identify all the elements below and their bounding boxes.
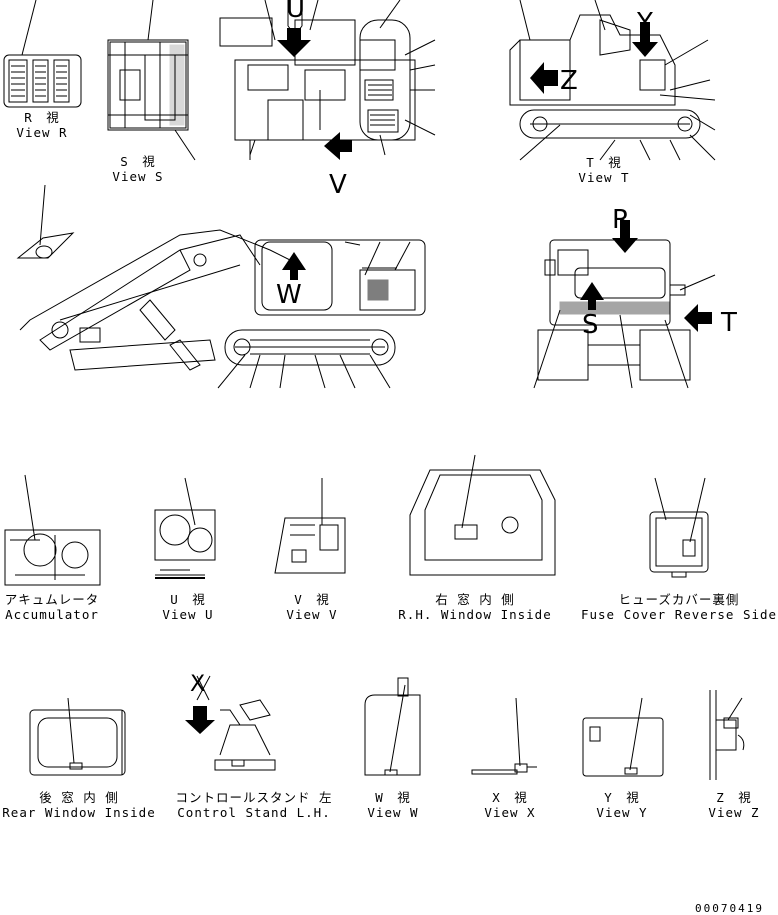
letter-u: U	[286, 0, 306, 24]
letter-s: S	[582, 310, 599, 340]
top-plan-view	[219, 0, 436, 160]
view-u-drawing	[154, 477, 216, 579]
drawing-code: 00070419	[695, 902, 764, 915]
letter-t: T	[721, 308, 737, 338]
fuse-cover-drawing	[649, 477, 709, 578]
view-w-drawing	[364, 677, 421, 776]
view-s-frame	[107, 0, 196, 161]
view-v-drawing	[274, 478, 346, 574]
callout-arrows	[185, 22, 712, 734]
control-stand-drawing	[196, 675, 276, 771]
letter-v: V	[329, 170, 347, 200]
view-z-drawing	[709, 690, 745, 780]
letter-x: X	[190, 672, 206, 697]
view-y-drawing	[582, 697, 664, 777]
letter-w: W	[276, 280, 302, 310]
main-excavator-view	[16, 184, 426, 389]
letter-r: R	[612, 205, 631, 235]
letter-y: Y	[637, 8, 653, 38]
rear-view	[533, 239, 716, 389]
rear-window-drawing	[29, 697, 126, 776]
rh-window-drawing	[409, 454, 556, 576]
upper-right-side-view	[509, 0, 716, 161]
letter-z: Z	[560, 66, 578, 96]
accumulator-drawing	[4, 474, 101, 586]
view-x-drawing	[471, 697, 537, 775]
view-r-panel	[3, 0, 82, 108]
